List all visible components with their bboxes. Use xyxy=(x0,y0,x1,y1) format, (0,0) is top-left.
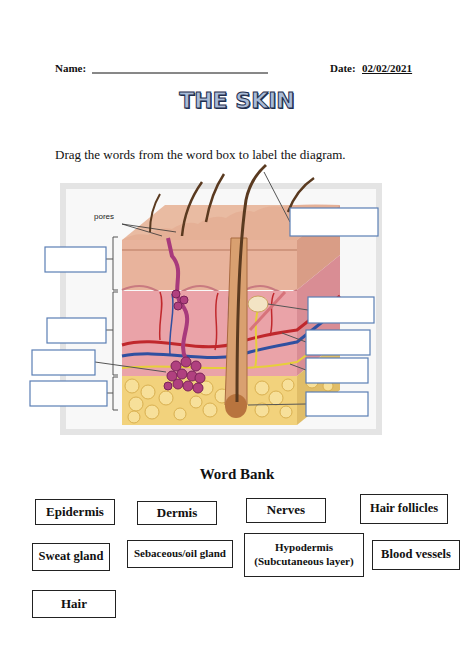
word-box: Sweat gland xyxy=(32,543,110,571)
word-box: Sebaceous/oil gland xyxy=(127,540,233,568)
layer-brackets xyxy=(113,237,118,410)
hair-shaft xyxy=(237,165,266,402)
section-heading: Word Bank xyxy=(0,466,474,483)
word-text: Sweat gland xyxy=(39,549,104,565)
word-text: Epidermis xyxy=(46,504,104,520)
word-box: Nerves xyxy=(246,498,326,523)
word-text: Dermis xyxy=(157,505,197,521)
name-label: Name: xyxy=(55,62,86,74)
instruction-text: Drag the words from the word box to labe… xyxy=(55,147,346,163)
word-box: Blood vessels xyxy=(372,540,460,570)
arrector-muscle xyxy=(250,292,285,330)
sebaceous-gland xyxy=(248,296,268,312)
capillaries-blue xyxy=(170,294,230,357)
word-box: Hypodermis (Subcutaneous layer) xyxy=(244,533,364,577)
dermis-layer xyxy=(122,291,297,376)
word-box: Hair xyxy=(32,590,116,618)
hair-shaft xyxy=(288,178,314,212)
part-label: pores xyxy=(94,212,114,221)
epidermis-line xyxy=(122,249,297,251)
word-text: Blood vessels xyxy=(381,547,451,563)
hair-shaft xyxy=(150,194,160,232)
page-title: THE SKIN xyxy=(0,88,474,113)
hair-shaft xyxy=(182,182,202,236)
word-text: Nerves xyxy=(267,502,305,518)
image-frame xyxy=(60,183,382,435)
word-box: Hair follicles xyxy=(360,494,448,524)
word-text: Hypodermis (Subcutaneous layer) xyxy=(249,541,359,569)
date-label: Date: xyxy=(330,62,356,74)
word-text: Sebaceous/oil gland xyxy=(134,547,226,561)
answer-boxes xyxy=(30,208,378,416)
word-text: Hair follicles xyxy=(370,501,438,517)
name-underline xyxy=(92,73,268,74)
date-value: 02/02/2021 xyxy=(362,62,412,74)
word-text: Hair xyxy=(61,596,87,612)
hair-shaft xyxy=(206,174,224,222)
pores-leader xyxy=(122,224,176,236)
sweat-duct xyxy=(168,238,187,360)
right-leaders xyxy=(248,172,308,405)
hypodermis-layer xyxy=(122,376,297,425)
word-box: Dermis xyxy=(137,501,217,525)
sweat-coil xyxy=(164,290,205,393)
epidermis-layer xyxy=(122,240,297,290)
word-box: Epidermis xyxy=(35,499,115,525)
